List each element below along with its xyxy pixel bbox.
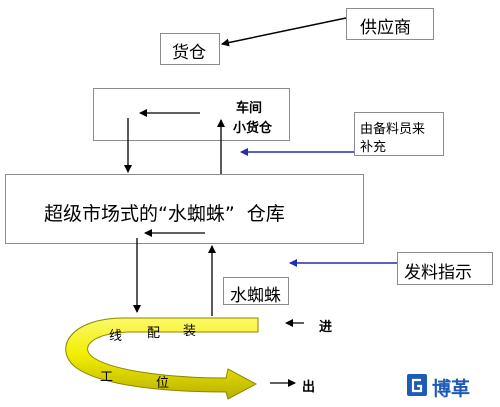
replenish-note-line1: 由备料员来 [360, 122, 426, 137]
supplier-box [346, 8, 434, 40]
assembly-line-arc [65, 317, 259, 400]
workshop-store-line2: 小货仓 [233, 121, 273, 136]
supermarket-quoted: “水蜘蛛” [158, 203, 235, 225]
arc-char-4: 工 [100, 370, 114, 385]
arc-char-3: 装 [183, 324, 197, 339]
workshop-store-line1: 车间 [236, 101, 263, 116]
water-spider-box [223, 277, 289, 305]
warehouse-box [160, 33, 220, 65]
supplier-to-warehouse-arrow [221, 17, 347, 47]
logo-mark-icon [407, 374, 427, 396]
supplier-label: 供应商 [360, 18, 411, 38]
arc-char-2: 配 [147, 326, 161, 341]
in-label: 进 [319, 320, 333, 335]
replenish-note-line2: 补充 [360, 140, 387, 155]
issue-instruction-label: 发料指示 [404, 263, 472, 283]
warehouse-label: 货仓 [172, 43, 206, 63]
replenish-note-box [354, 112, 444, 156]
workshop-store-box [93, 88, 290, 141]
supermarket-warehouse-box [5, 174, 364, 244]
issue-instruction-box [397, 252, 493, 285]
arc-char-1: 线 [109, 329, 123, 344]
supermarket-prefix: 超级市场式的 [44, 203, 159, 225]
water-spider-label: 水蜘蛛 [230, 286, 281, 306]
out-label: 出 [302, 380, 316, 395]
supermarket-warehouse-label: 超级市场式的“水蜘蛛” 仓库 [44, 199, 285, 226]
logo-text: 博革 [432, 378, 471, 400]
supermarket-suffix: 仓库 [246, 203, 285, 225]
arc-char-5: 位 [156, 376, 170, 391]
